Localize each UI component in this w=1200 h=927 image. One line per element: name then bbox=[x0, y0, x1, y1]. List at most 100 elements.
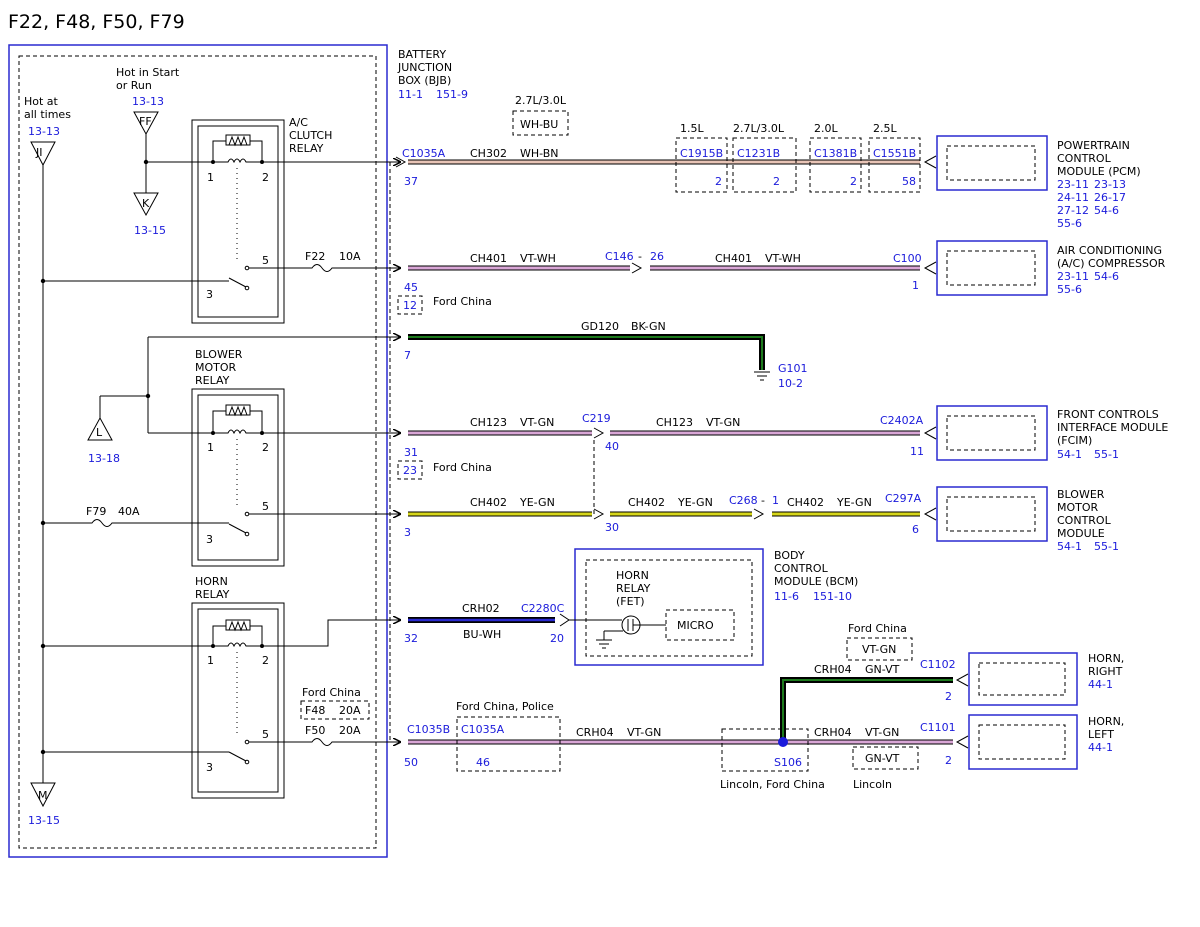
c1231b[interactable]: C1231B bbox=[737, 147, 780, 160]
g101-ref[interactable]: 10-2 bbox=[778, 377, 803, 390]
c1035b[interactable]: C1035B bbox=[407, 723, 450, 736]
c1035a-bottom[interactable]: C1035A bbox=[461, 723, 505, 736]
horn-relay-box[interactable] bbox=[191, 602, 285, 799]
wire-gd120[interactable] bbox=[408, 334, 765, 370]
engine-1-5l: 1.5L bbox=[680, 122, 704, 135]
horn-left-label-1: HORN, bbox=[1088, 715, 1124, 728]
pcm-ref-5[interactable]: 27-12 bbox=[1057, 204, 1089, 217]
pin-31: 31 bbox=[404, 446, 418, 459]
acc-ref-1[interactable]: 23-11 bbox=[1057, 270, 1089, 283]
acc-ref-2[interactable]: 54-6 bbox=[1094, 270, 1119, 283]
fcim-box[interactable] bbox=[936, 405, 1048, 461]
c297a[interactable]: C297A bbox=[885, 492, 922, 505]
ac-pin-3: 3 bbox=[206, 288, 213, 301]
horn-right-box[interactable] bbox=[968, 652, 1078, 706]
bjb-ref-1[interactable]: 11-1 bbox=[398, 88, 423, 101]
blower-relay-switch bbox=[228, 512, 400, 537]
horn-right-label-2: RIGHT bbox=[1088, 665, 1123, 678]
c2402a[interactable]: C2402A bbox=[880, 414, 924, 427]
pcm-ref-3[interactable]: 24-11 bbox=[1057, 191, 1089, 204]
ac-relay-box[interactable] bbox=[191, 119, 285, 324]
bcm-box[interactable] bbox=[574, 548, 764, 666]
bmcm-label-4: MODULE bbox=[1057, 527, 1105, 540]
fcim-label-2: INTERFACE MODULE bbox=[1057, 421, 1168, 434]
c219[interactable]: C219 bbox=[582, 412, 611, 425]
acc-ref-3[interactable]: 55-6 bbox=[1057, 283, 1082, 296]
c146[interactable]: C146 bbox=[605, 250, 634, 263]
ac-pin-1: 1 bbox=[207, 171, 214, 184]
pcm-box[interactable] bbox=[936, 135, 1048, 191]
c1101[interactable]: C1101 bbox=[920, 721, 956, 734]
fuse-f79-icon bbox=[43, 519, 229, 527]
fuse-f79: F79 bbox=[86, 505, 106, 518]
horn-right-ref[interactable]: 44-1 bbox=[1088, 678, 1113, 691]
wire-crh04-right[interactable] bbox=[780, 677, 953, 742]
c146-dash: - bbox=[638, 250, 642, 263]
hot-start-ref[interactable]: 13-13 bbox=[132, 95, 164, 108]
circuit-ch123: CH123 bbox=[470, 416, 507, 429]
fcim-ref-1[interactable]: 54-1 bbox=[1057, 448, 1082, 461]
pin-23: 23 bbox=[403, 464, 417, 477]
bmcm-label-2: MOTOR bbox=[1057, 501, 1099, 514]
blower-relay-box[interactable] bbox=[191, 388, 285, 567]
engine-2-5l: 2.5L bbox=[873, 122, 897, 135]
horn-relay-label-1: HORN bbox=[195, 575, 228, 588]
fuse-f50: F50 bbox=[305, 724, 325, 737]
ac-relay-label-3: RELAY bbox=[289, 142, 324, 155]
color-wh-bn: WH-BN bbox=[520, 147, 559, 160]
c1035a-top[interactable]: C1035A bbox=[402, 147, 446, 160]
blower-pin-3: 3 bbox=[206, 533, 213, 546]
pin-30: 30 bbox=[605, 521, 619, 534]
fuse-f22-amp: 10A bbox=[339, 250, 361, 263]
pcm-ref-4[interactable]: 26-17 bbox=[1094, 191, 1126, 204]
c2402a-pin: 11 bbox=[910, 445, 924, 458]
pin-12-note: Ford China bbox=[433, 295, 492, 308]
c268[interactable]: C268 bbox=[729, 494, 758, 507]
c1102[interactable]: C1102 bbox=[920, 658, 956, 671]
horn-left-ref[interactable]: 44-1 bbox=[1088, 741, 1113, 754]
c1551b[interactable]: C1551B bbox=[873, 147, 916, 160]
page-title: F22, F48, F50, F79 bbox=[8, 11, 185, 33]
blower-module-box[interactable] bbox=[936, 486, 1048, 542]
bcm-ref-1[interactable]: 11-6 bbox=[774, 590, 799, 603]
horn-pin-2: 2 bbox=[262, 654, 269, 667]
l-ref[interactable]: 13-18 bbox=[88, 452, 120, 465]
pcm-label-3: MODULE (PCM) bbox=[1057, 165, 1141, 178]
pcm-ref-6[interactable]: 54-6 bbox=[1094, 204, 1119, 217]
c2280c[interactable]: C2280C bbox=[521, 602, 565, 615]
c1381b[interactable]: C1381B bbox=[814, 147, 857, 160]
pcm-ref-2[interactable]: 23-13 bbox=[1094, 178, 1126, 191]
horn-relay-switch bbox=[228, 739, 310, 765]
ac-relay-switch bbox=[228, 265, 300, 291]
horn-left-box[interactable] bbox=[968, 714, 1078, 770]
ff-triangle-icon bbox=[133, 111, 159, 136]
c297a-pin: 6 bbox=[912, 523, 919, 536]
c2280c-pin: 20 bbox=[550, 632, 564, 645]
bcm-ref-2[interactable]: 151-10 bbox=[813, 590, 852, 603]
pcm-ref-7[interactable]: 55-6 bbox=[1057, 217, 1082, 230]
bmcm-label-1: BLOWER bbox=[1057, 488, 1105, 501]
s106[interactable]: S106 bbox=[774, 756, 802, 769]
fcim-ref-2[interactable]: 55-1 bbox=[1094, 448, 1119, 461]
c100[interactable]: C100 bbox=[893, 252, 922, 265]
g101[interactable]: G101 bbox=[778, 362, 808, 375]
c268-dash: - bbox=[761, 494, 765, 507]
k-triangle-icon bbox=[133, 192, 159, 217]
f48-note: Ford China bbox=[302, 686, 361, 699]
hot-start-label-2: or Run bbox=[116, 79, 152, 92]
blower-relay-label-1: BLOWER bbox=[195, 348, 243, 361]
splice-s106-icon[interactable] bbox=[778, 737, 788, 747]
pcm-ref-1[interactable]: 23-11 bbox=[1057, 178, 1089, 191]
c1915b[interactable]: C1915B bbox=[680, 147, 723, 160]
bmcm-ref-1[interactable]: 54-1 bbox=[1057, 540, 1082, 553]
police-note: Ford China, Police bbox=[456, 700, 554, 713]
m-ref[interactable]: 13-15 bbox=[28, 814, 60, 827]
bjb-ref-2[interactable]: 151-9 bbox=[436, 88, 468, 101]
hot-all-ref[interactable]: 13-13 bbox=[28, 125, 60, 138]
bmcm-ref-2[interactable]: 55-1 bbox=[1094, 540, 1119, 553]
bcm-relay-label-3: (FET) bbox=[616, 595, 645, 608]
k-ref[interactable]: 13-15 bbox=[134, 224, 166, 237]
circuit-ch401-b: CH401 bbox=[715, 252, 752, 265]
ac-compressor-box[interactable] bbox=[936, 240, 1048, 296]
bjb-label-3: BOX (BJB) bbox=[398, 74, 451, 87]
